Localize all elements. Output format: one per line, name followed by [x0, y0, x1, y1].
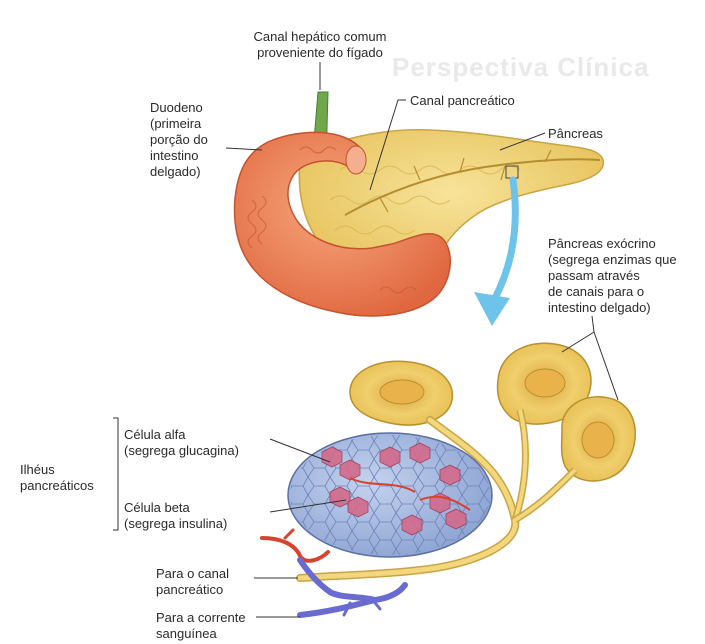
label-celula-alfa: Célula alfa (segrega glucagina)	[124, 427, 269, 459]
label-canal-hepatico: Canal hepático comum proveniente do fíga…	[230, 29, 410, 61]
pancreatic-islet	[288, 433, 492, 557]
label-pancreas-exocrino: Pâncreas exócrino (segrega enzimas que p…	[548, 236, 703, 316]
label-pancreas: Pâncreas	[548, 126, 648, 142]
label-canal-pancreatico: Canal pancreático	[410, 93, 550, 109]
label-ilheus-pancreaticos: Ilhéus pancreáticos	[20, 462, 115, 494]
label-celula-beta: Célula beta (segrega insulina)	[124, 500, 269, 532]
label-para-canal: Para o canal pancreático	[156, 566, 256, 598]
label-duodeno: Duodeno (primeira porção do intestino de…	[150, 100, 230, 180]
label-para-corrente: Para a corrente sanguínea	[156, 610, 266, 642]
